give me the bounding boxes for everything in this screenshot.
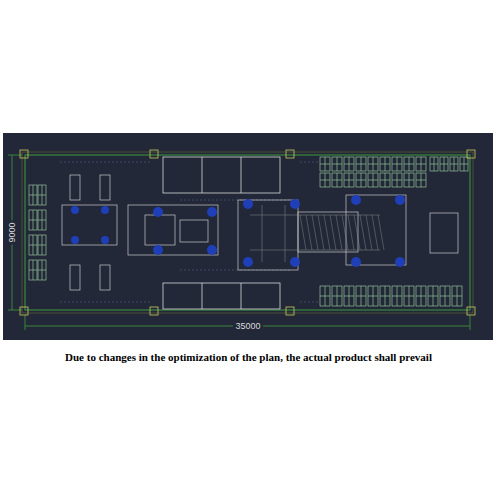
dimension-label: 9000 [7, 220, 18, 244]
caption: Due to changes in the optimization of th… [65, 351, 432, 364]
dimension-label: 35000 [233, 321, 262, 332]
